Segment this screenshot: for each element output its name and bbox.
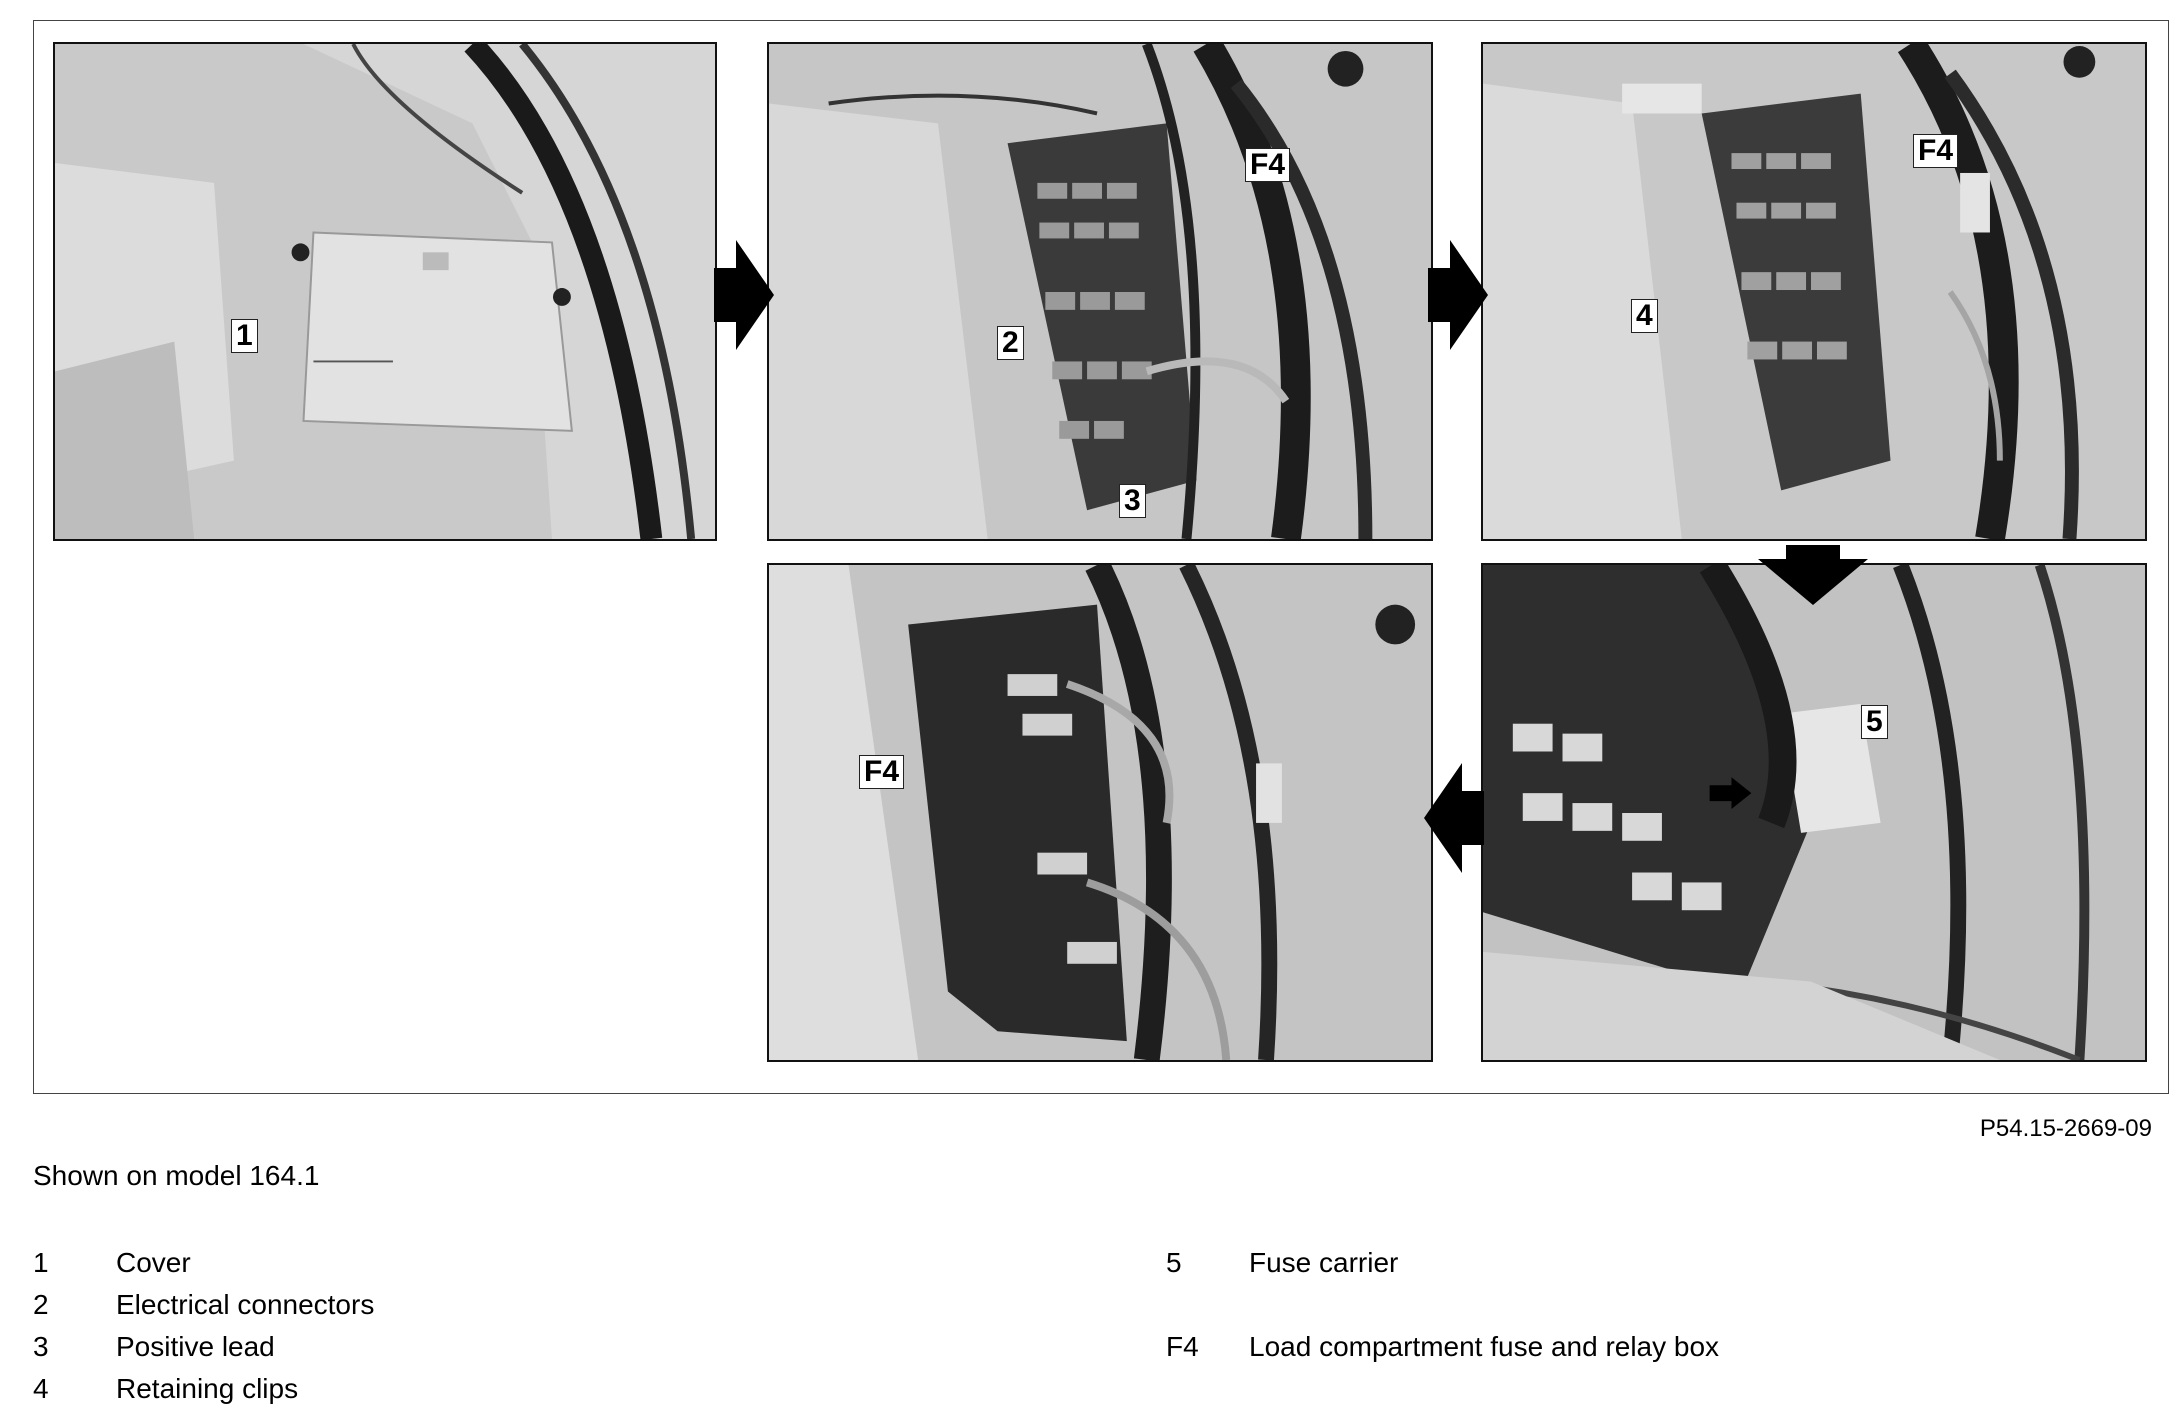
callout-f4: F4 <box>1245 148 1291 182</box>
legend-number: 4 <box>33 1373 49 1404</box>
figure-caption: Shown on model 164.1 <box>33 1160 320 1191</box>
photo-connectors: F4 2 3 <box>767 42 1433 541</box>
photo-cover: 1 <box>53 42 717 541</box>
arrow-down-icon <box>1758 545 1868 605</box>
legend-number: 3 <box>33 1331 49 1362</box>
arrow-left-icon <box>1424 763 1484 873</box>
callout-3: 3 <box>1119 484 1146 518</box>
legend-text: Electrical connectors <box>116 1289 375 1320</box>
callout-f4: F4 <box>1913 134 1959 168</box>
legend-text: Retaining clips <box>116 1373 299 1404</box>
photo-retaining-clips: F4 4 <box>1481 42 2147 541</box>
callout-f4: F4 <box>859 755 905 789</box>
arrow-right-icon <box>714 240 774 350</box>
arrow-right-icon <box>1428 240 1488 350</box>
legend-number: 5 <box>1166 1247 1182 1278</box>
figure-id: P54.15-2669-09 <box>1979 1115 2152 1142</box>
legend-text: Fuse carrier <box>1249 1247 1399 1278</box>
callout-5: 5 <box>1861 705 1888 739</box>
photo-fuse-box-removed: F4 <box>767 563 1433 1062</box>
legend-number: 2 <box>33 1289 49 1320</box>
callout-4: 4 <box>1631 299 1658 333</box>
legend-text: Cover <box>116 1247 191 1278</box>
legend-number: 1 <box>33 1247 49 1278</box>
callout-2: 2 <box>997 326 1024 360</box>
legend-text: Positive lead <box>116 1331 275 1362</box>
callout-1: 1 <box>231 319 258 353</box>
legend-number: F4 <box>1166 1331 1199 1362</box>
photo-fuse-carrier: 5 <box>1481 563 2147 1062</box>
legend-text: Load compartment fuse and relay box <box>1249 1331 1720 1362</box>
